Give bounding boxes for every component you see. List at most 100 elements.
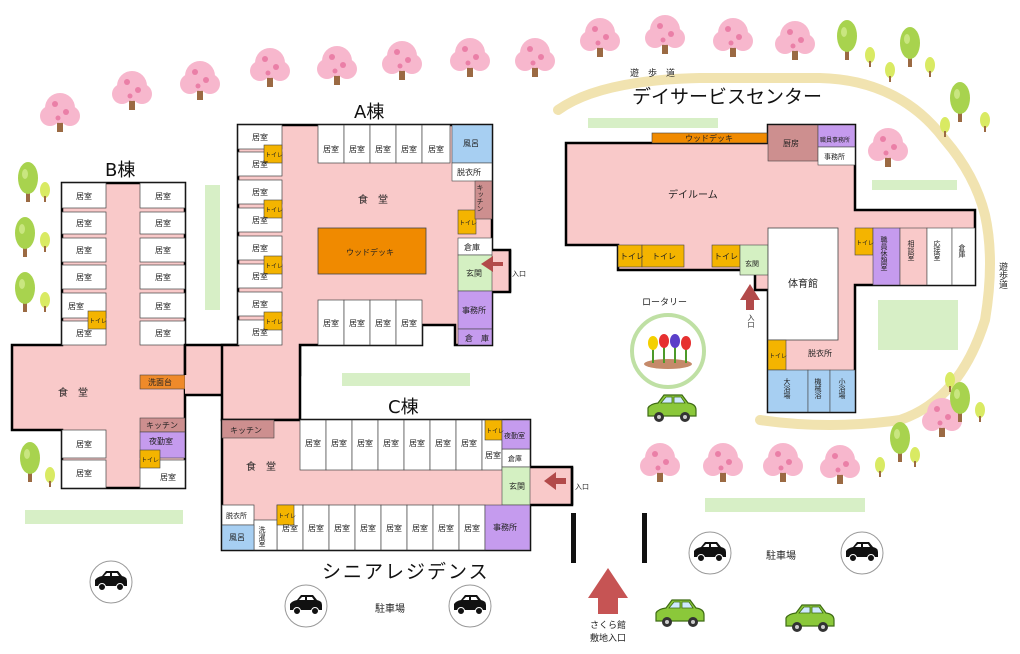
facility-labels: 食 堂 洗面台 キッチン 夜勤室 食 堂 ウッドデッキ 風呂 脱衣所 キッチン … [58, 133, 966, 547]
room-label: 居室 [357, 438, 373, 448]
room-label: 居室 [155, 272, 171, 282]
room-label: 居室 [412, 523, 428, 533]
dining-label: 食 堂 [246, 460, 276, 473]
room-label: 居室 [308, 523, 324, 533]
entry-label: 入口 [512, 270, 526, 278]
arrow-a-entrance [481, 256, 503, 272]
dining-label: 食 堂 [58, 386, 88, 399]
building-a-title: A棟 [354, 102, 384, 123]
walkway-label: 遊 歩 道 [630, 67, 675, 79]
building-a [220, 123, 512, 422]
entry-label-day: 入口 [747, 314, 755, 328]
toilet-label: トイレ [265, 152, 283, 159]
room-label: 居室 [76, 272, 92, 282]
small-bath-label: 小浴場 [838, 377, 846, 400]
room-label: 居室 [68, 301, 84, 311]
entrance-label: 玄関 [745, 259, 759, 268]
kitchen2-label: 厨房 [783, 138, 799, 148]
toilet-label: トイレ [652, 252, 676, 261]
room-label: 居室 [323, 318, 339, 328]
night-room-label: 夜勤室 [149, 436, 173, 446]
gate-post-left [571, 513, 576, 563]
office-label: 事務所 [493, 522, 517, 532]
site-entry-label: さくら館 [590, 619, 626, 631]
rotary-label: ロータリー [642, 297, 687, 308]
storage-label: 倉 庫 [465, 333, 489, 343]
car-icon [284, 584, 328, 628]
room-label: 居室 [76, 439, 92, 449]
reception-label: 応接室 [933, 239, 941, 261]
room-label: 居室 [383, 438, 399, 448]
room-label: 居室 [401, 144, 417, 154]
dressing-label: 脱衣所 [226, 511, 247, 520]
big-bath-label: 大浴場 [783, 377, 791, 400]
kitchen-label: キッチン [146, 421, 178, 430]
toilet-label: トイレ [769, 353, 787, 360]
room-label: 居室 [428, 144, 444, 154]
storage-label: 倉庫 [508, 454, 522, 463]
kitchen-label-a: キッチン [476, 184, 484, 212]
storage-label: 倉庫 [464, 242, 480, 252]
machine-bath-label: 機械浴 [814, 377, 822, 400]
car-icon [840, 531, 884, 575]
toilet-label: トイレ [486, 428, 504, 435]
gym-label: 体育館 [788, 277, 818, 290]
room-label: 居室 [401, 318, 417, 328]
office-label: 事務所 [462, 305, 486, 315]
senior-residence-title: シニアレジデンス [322, 561, 490, 583]
dressing-label: 脱衣所 [808, 348, 832, 358]
room-label: 居室 [305, 438, 321, 448]
building-c-title: C棟 [388, 397, 419, 418]
walkway-path [553, 73, 995, 430]
entrance-label: 玄関 [466, 268, 482, 278]
parking-label: 駐車場 [375, 602, 405, 615]
car-icon [688, 531, 732, 575]
room-label: 居室 [349, 144, 365, 154]
lawns [25, 118, 958, 524]
toilet-label: トイレ [141, 457, 159, 464]
toilet-label: トイレ [714, 252, 738, 261]
building-titles: B棟 A棟 C棟 デイサービスセンター シニアレジデンス [105, 86, 822, 583]
car-icon [785, 604, 835, 633]
room-label: 居室 [252, 159, 268, 169]
site-labels: ロータリー 遊 歩 道 遊歩道 駐車場 駐車場 さくら館 敷地入口 [375, 67, 1008, 644]
walkway-label-vertical: 遊歩道 [997, 261, 1008, 290]
room-label: 居室 [76, 328, 92, 338]
day-room-label: デイルーム [668, 188, 718, 201]
toilet-labels: トイレ トイレ トイレ トイレ トイレ トイレ トイレ トイレ トイレ トイレ … [89, 152, 874, 520]
warehouse-label: 倉庫 [958, 243, 966, 259]
night-room-label: 夜勤室 [504, 431, 525, 440]
arrow-c-entrance [544, 472, 566, 490]
room-label: 居室 [252, 299, 268, 309]
bath-label: 風呂 [229, 533, 245, 542]
room-label: 居室 [331, 438, 347, 448]
room-label: 居室 [155, 328, 171, 338]
room-label: 居室 [155, 191, 171, 201]
building-b [10, 181, 187, 490]
car-icon [647, 394, 697, 423]
room-label: 居室 [160, 472, 176, 482]
room-label: 居室 [334, 523, 350, 533]
room-label: 居室 [252, 132, 268, 142]
car-icon [655, 599, 705, 628]
room-label: 居室 [438, 523, 454, 533]
dressing-label: 脱衣所 [457, 167, 481, 177]
room-label: 居室 [435, 438, 451, 448]
toilet-label: トイレ [265, 263, 283, 270]
office-label: 事務所 [824, 152, 845, 161]
day-center-title: デイサービスセンター [632, 86, 822, 108]
room-label: 居室 [349, 318, 365, 328]
room-label: 居室 [252, 271, 268, 281]
entrance-arrows [481, 256, 760, 614]
staff-office-label: 職員事務所 [820, 136, 850, 144]
room-label: 居室 [76, 218, 92, 228]
building-b-title: B棟 [105, 160, 135, 181]
staff-rest-label: 職員休憩室 [880, 235, 888, 271]
arrow-day-entrance [740, 284, 760, 310]
room-label: 居室 [155, 245, 171, 255]
toilet-label: トイレ [265, 319, 283, 326]
car-icon [89, 560, 133, 604]
bath-label: 風呂 [463, 139, 479, 148]
parking-label: 駐車場 [766, 549, 796, 562]
room-label: 居室 [386, 523, 402, 533]
